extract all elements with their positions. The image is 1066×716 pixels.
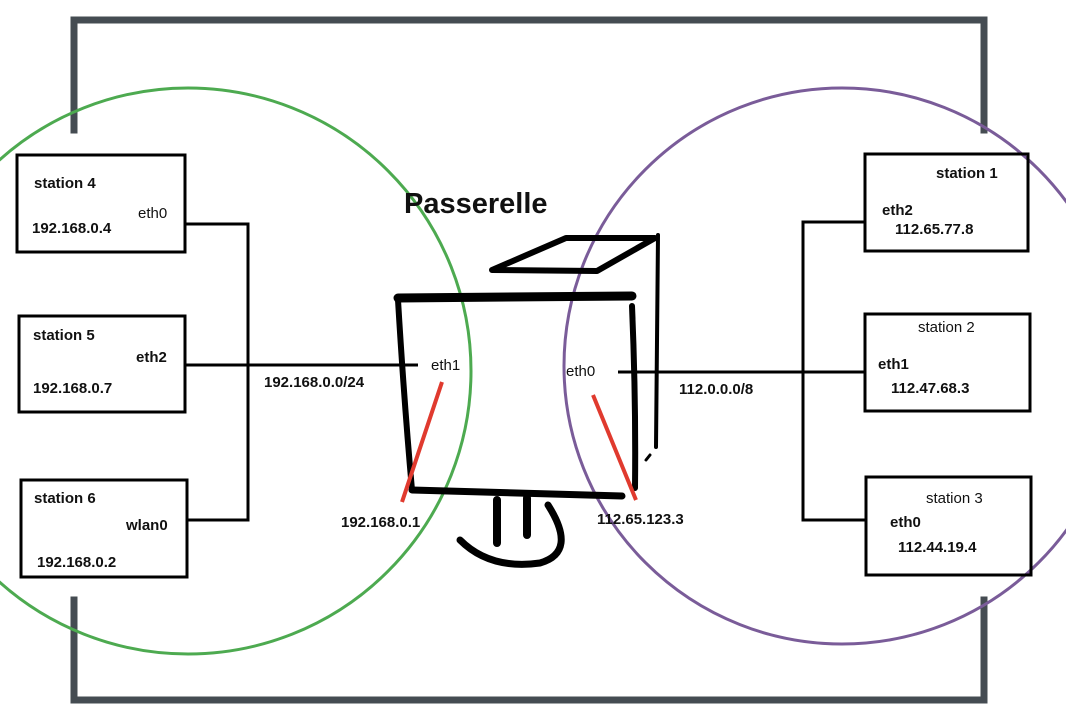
station-4-box[interactable] <box>15 153 187 254</box>
station-1-name: station 1 <box>936 165 998 182</box>
station-4-iface: eth0 <box>138 205 167 222</box>
station-5-box[interactable] <box>17 314 187 414</box>
station-2-name: station 2 <box>918 319 975 336</box>
station-1-ip: 112.65.77.8 <box>895 221 973 238</box>
station-2-iface: eth1 <box>878 356 909 373</box>
station-5-iface: eth2 <box>136 349 167 366</box>
station-6-box[interactable] <box>19 478 189 579</box>
station-4-ip: 192.168.0.4 <box>32 220 112 237</box>
station-2-ip: 112.47.68.3 <box>891 380 969 397</box>
station-3-box[interactable] <box>864 475 1033 577</box>
station-4-name: station 4 <box>34 175 96 192</box>
station-6-ip: 192.168.0.2 <box>37 554 116 571</box>
station-1-box[interactable] <box>863 152 1030 253</box>
station-1-iface: eth2 <box>882 202 913 219</box>
gateway-title: Passerelle <box>404 188 548 220</box>
gateway-left-ip: 192.168.0.1 <box>341 514 420 531</box>
wan-bus <box>618 220 866 522</box>
outer-frame <box>70 16 988 704</box>
station-3-name: station 3 <box>926 490 983 507</box>
gateway-right-iface: eth0 <box>566 363 595 380</box>
lan-bus <box>185 222 418 522</box>
station-6-iface: wlan0 <box>125 517 168 534</box>
station-6-name: station 6 <box>34 490 96 507</box>
station-2-box[interactable] <box>863 312 1032 413</box>
wan-circle <box>562 86 1066 646</box>
wan-network-label: 112.0.0.0/8 <box>679 381 753 398</box>
gateway-right-ip: 112.65.123.3 <box>597 511 684 528</box>
lan-circle <box>0 86 473 656</box>
station-5-name: station 5 <box>33 327 95 344</box>
station-3-iface: eth0 <box>890 514 921 531</box>
gateway-monitor-icon <box>393 233 660 568</box>
gateway-links <box>400 381 638 503</box>
lan-network-label: 192.168.0.0/24 <box>264 374 365 391</box>
gateway-left-iface: eth1 <box>431 357 460 374</box>
station-5-ip: 192.168.0.7 <box>33 380 112 397</box>
station-3-ip: 112.44.19.4 <box>898 539 977 556</box>
